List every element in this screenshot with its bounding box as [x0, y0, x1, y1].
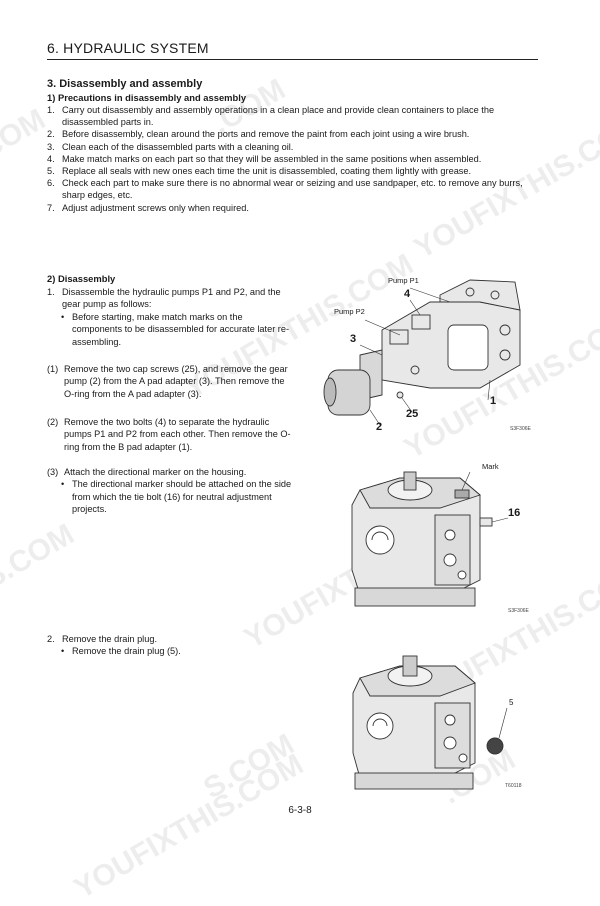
callout-5: 5 [509, 698, 514, 707]
watermark: .COM [0, 102, 52, 171]
figure-code: S3F306E [510, 426, 531, 432]
mark-label: Mark [482, 462, 499, 471]
callout-16: 16 [508, 507, 521, 519]
list-item: 5.Replace all seals with new ones each t… [47, 166, 472, 177]
list-item: 3.Clean each of the disassembled parts w… [47, 141, 294, 152]
list-item: 6.Check each part to make sure there is … [47, 178, 523, 201]
header-rule [47, 59, 538, 60]
pump-assembly-figure: Pump P1 Pump P2 4 3 25 1 2 S3F306E [320, 270, 535, 440]
step-1: 1.Disassemble the hydraulic pumps P1 and… [47, 287, 290, 347]
step-2: 2.Remove the drain plug. •Remove the dra… [47, 634, 181, 657]
pump-p2-label: Pump P2 [334, 307, 365, 316]
list-item: 4.Make match marks on each part so that … [47, 153, 482, 164]
figure-code: T60118 [505, 783, 522, 789]
disassembly-title: 2) Disassembly [47, 273, 116, 284]
watermark: S.COM [198, 727, 300, 806]
substep-2: (2)Remove the two bolts (4) to separate … [47, 417, 291, 452]
precautions-title: 1) Precautions in disassembly and assemb… [47, 92, 247, 103]
drain-plug-figure: 5 T60118 [345, 648, 530, 793]
callout-4: 4 [404, 288, 411, 300]
list-item: 7.Adjust adjustment screws only when req… [47, 202, 249, 213]
watermark: S.COM [0, 517, 80, 596]
callout-25: 25 [406, 408, 419, 420]
section-title: 3. Disassembly and assembly [47, 78, 203, 90]
watermark: YOUFIXTHIS.COM [68, 747, 310, 906]
pump-p1-label: Pump P1 [388, 276, 419, 285]
callout-3: 3 [350, 333, 357, 345]
list-item: 2.Before disassembly, clean around the p… [47, 129, 470, 140]
page-number: 6-3-8 [288, 805, 312, 816]
precautions-list: 1.Carry out disassembly and assembly ope… [47, 104, 537, 214]
substep-1: (1)Remove the two cap screws (25), and r… [47, 364, 288, 399]
substep-3: (3)Attach the directional marker on the … [47, 467, 292, 515]
list-item: 1.Carry out disassembly and assembly ope… [47, 105, 495, 128]
figure-code: S3F306E [508, 608, 529, 614]
callout-1: 1 [490, 395, 497, 407]
page-header: 6. HYDRAULIC SYSTEM [47, 40, 209, 56]
housing-marker-figure: Mark 16 S3F306E [340, 460, 530, 620]
callout-2: 2 [376, 421, 383, 433]
